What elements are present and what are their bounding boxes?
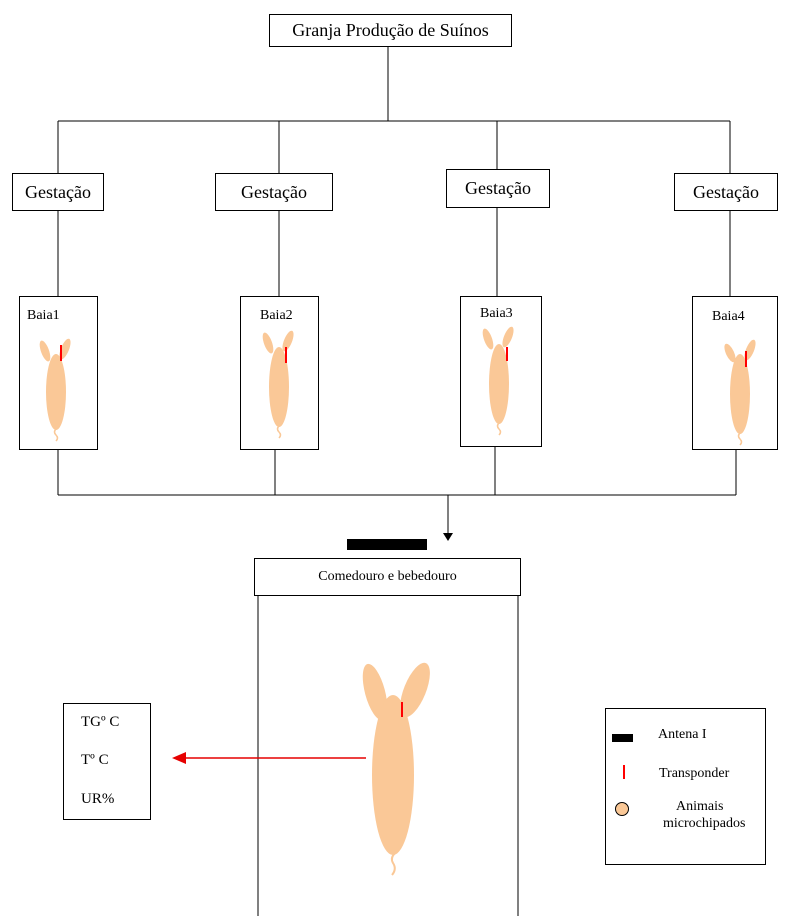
pig-icon [724, 339, 756, 446]
gestation-label-3: Gestação [465, 178, 531, 198]
antenna-bar [347, 539, 427, 550]
pig-icon [39, 338, 71, 442]
feeder-box: Comedouro e bebedouro [254, 558, 521, 596]
gestation-box-4: Gestação [674, 173, 778, 211]
legend-box: Antena I Transponder Animais microchipad… [605, 708, 766, 865]
legend-animals-label-line1: Animais [676, 799, 724, 814]
gestation-label-4: Gestação [693, 181, 759, 202]
gestation-label-1: Gestação [25, 181, 91, 202]
globe-temperature-label: TGº C [81, 714, 120, 730]
pen-label-4: Baia4 [712, 309, 745, 324]
farm-title-box: Granja Produção de Suínos [269, 14, 512, 47]
gestation-box-1: Gestação [12, 173, 104, 211]
pen-box-3: Baia3 [460, 296, 542, 447]
data-arrow [172, 752, 366, 764]
temperature-label: Tº C [81, 752, 109, 768]
legend-antenna-label: Antena I [658, 727, 707, 742]
feeder-label: Comedouro e bebedouro [318, 569, 457, 584]
pen-label-3: Baia3 [480, 306, 513, 321]
transponder-legend-icon [623, 765, 625, 779]
pen-label-2: Baia2 [260, 308, 293, 323]
relative-humidity-label: UR% [81, 791, 115, 807]
pig-icon [482, 326, 514, 436]
pen-box-2: Baia2 [240, 296, 319, 450]
sensor-readings-box: TGº C Tº C UR% [63, 703, 151, 820]
antenna-legend-icon [612, 734, 633, 742]
pig-icon [262, 330, 294, 439]
gestation-box-2: Gestação [215, 173, 333, 211]
farm-title: Granja Produção de Suínos [292, 20, 489, 40]
pig-icon [362, 662, 430, 876]
gestation-box-3: Gestação [446, 169, 550, 208]
legend-animals-label-line2: microchipados [663, 816, 746, 831]
gestation-label-2: Gestação [241, 181, 307, 202]
animal-legend-icon [615, 802, 629, 816]
pen-box-1: Baia1 [19, 296, 98, 450]
pen-box-4: Baia4 [692, 296, 778, 450]
pen-label-1: Baia1 [27, 308, 60, 323]
legend-transponder-label: Transponder [659, 766, 730, 781]
